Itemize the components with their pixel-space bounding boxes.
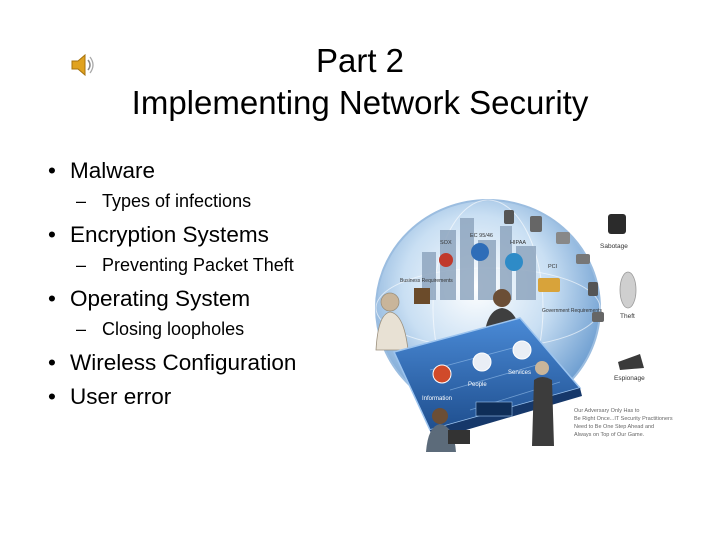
label-sabotage: Sabotage [600,243,628,250]
label-people: People [468,382,487,388]
speaker-icon[interactable] [70,52,96,78]
sub-bullet-preventing-packet-theft: Preventing Packet Theft [48,254,348,276]
caption-line-4: Always on Top of Our Game. [574,432,645,438]
caption-line-1: Our Adversary Only Has to [574,408,639,414]
label-pci: PCI [548,264,558,270]
label-government-requirements: Government Requirements [542,308,603,314]
theft-icon [619,271,637,309]
person-laptop [426,408,470,452]
sabotage-icon [608,214,626,234]
label-information: Information [422,396,452,402]
caption-line-3: Need to Be One Step Ahead and [574,424,654,430]
bullet-malware: Malware [48,158,348,184]
caption-line-2: Be Right Once...IT Security Practitioner… [574,416,673,422]
espionage-icon [618,354,644,370]
title-line-1: Part 2 [315,42,405,79]
title-line-2: Implementing Network Security [131,84,589,121]
label-theft: Theft [620,313,635,320]
bullet-wireless-configuration: Wireless Configuration [48,350,348,376]
bullet-list: Malware Types of infections Encryption S… [48,158,348,418]
sub-bullet-closing-loopholes: Closing loopholes [48,318,348,340]
label-sox: SOX [440,240,452,246]
sub-bullet-types-of-infections: Types of infections [48,190,348,212]
bullet-operating-system: Operating System [48,286,348,312]
label-business-requirements: Business Requirements [400,278,453,284]
label-ec9546: EC 95/46 [470,233,493,239]
device-icons-orbit [414,210,604,322]
network-security-illustration: SOX EC 95/46 HIPAA PCI Business Requirem… [375,199,673,452]
person-left [375,292,409,351]
label-services: Services [508,370,531,376]
label-hipaa: HIPAA [510,240,526,246]
bullet-encryption-systems: Encryption Systems [48,222,348,248]
bullet-user-error: User error [48,384,348,410]
person-standing [532,361,554,446]
slide-title: Part 2 Implementing Network Security [0,40,720,124]
label-espionage: Espionage [614,375,645,382]
